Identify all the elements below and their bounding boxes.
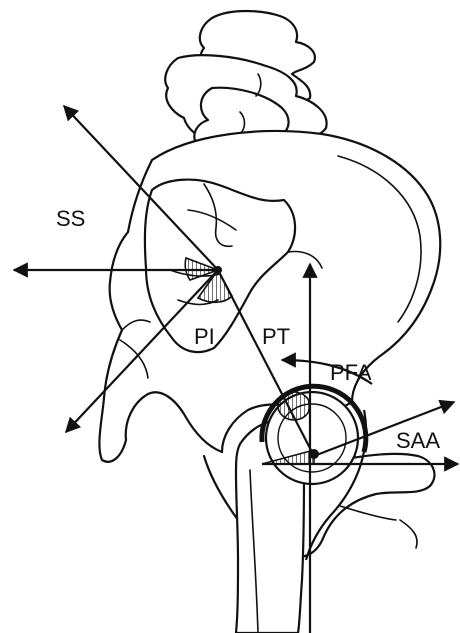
label-pt: PT	[262, 324, 290, 349]
label-pfa: PFA	[330, 360, 372, 385]
label-saa: SAA	[396, 428, 440, 453]
label-pi: PI	[194, 324, 215, 349]
pubic-contour	[340, 506, 396, 520]
label-ss: SS	[56, 206, 85, 231]
pubic-ramus	[400, 520, 417, 548]
sacral-endplate-center	[214, 266, 222, 274]
